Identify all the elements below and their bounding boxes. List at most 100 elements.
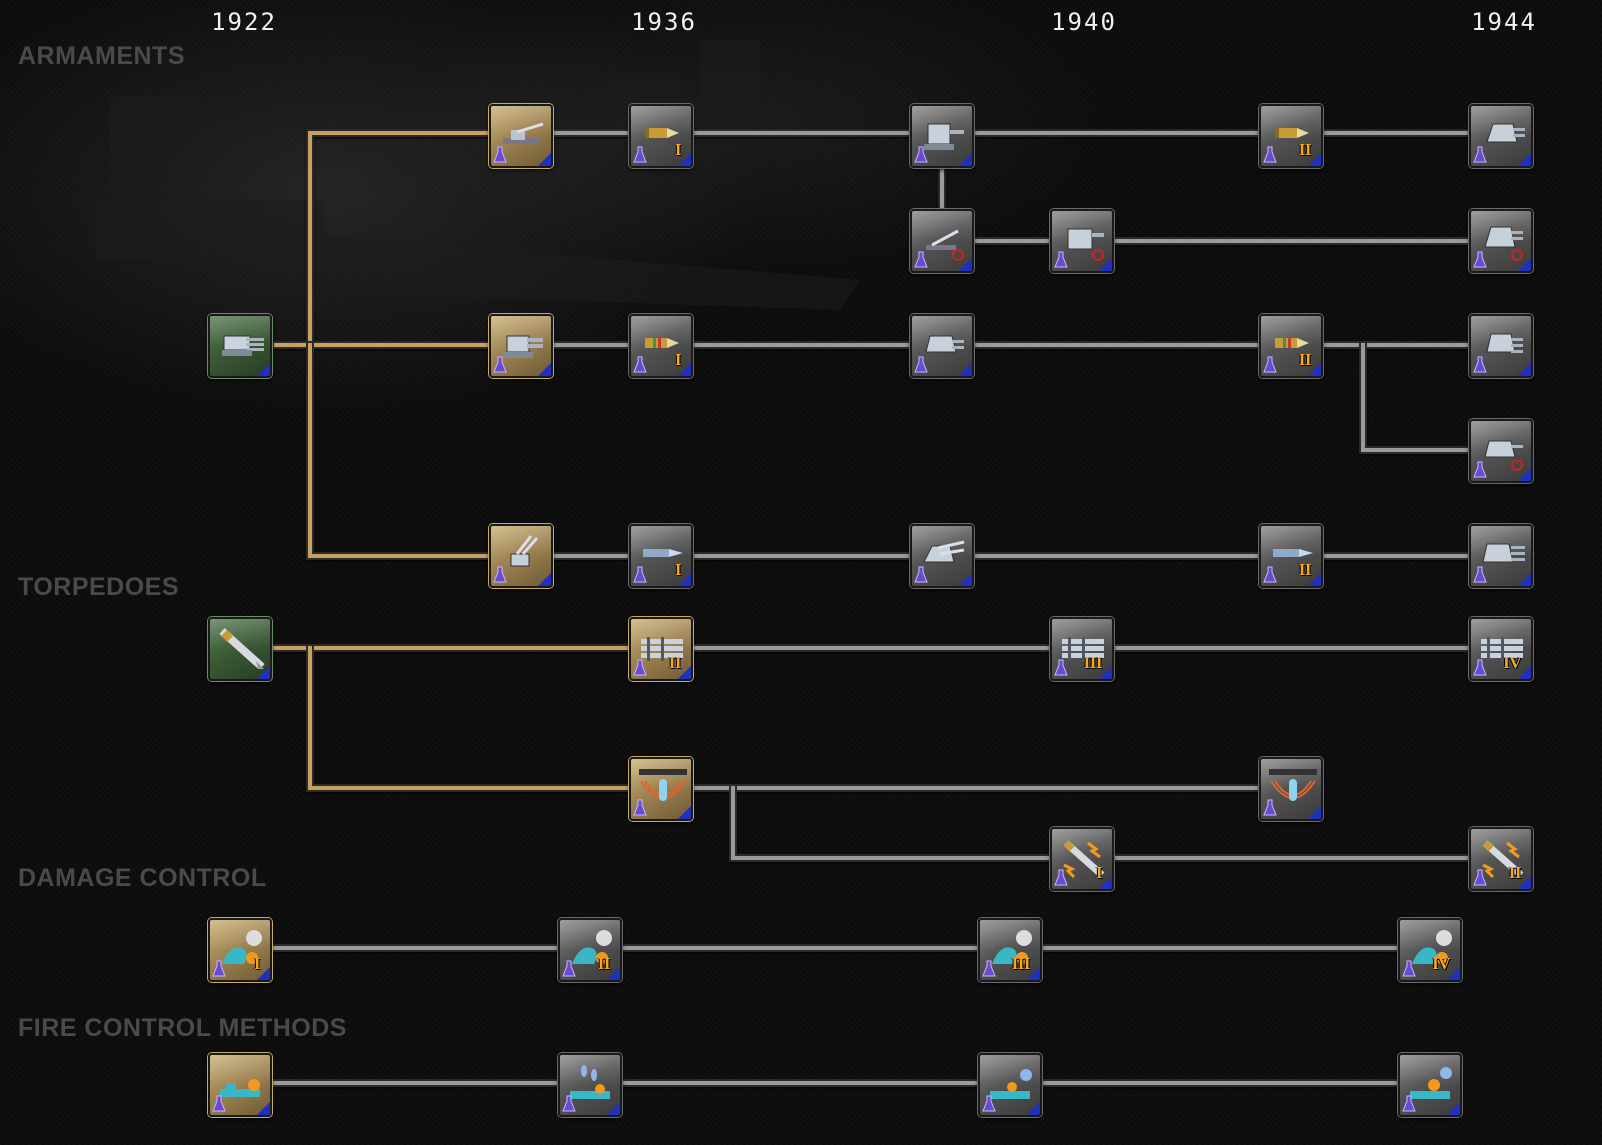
tech-corner-marker xyxy=(678,806,691,819)
tech-node-aa-gun-3[interactable] xyxy=(1469,209,1533,273)
tech-corner-marker xyxy=(1099,666,1112,679)
dual-purpose-turret-icon xyxy=(1484,440,1523,471)
gold-shell-icon xyxy=(645,128,679,138)
tech-node-damage-control-4[interactable]: IV xyxy=(1398,918,1462,982)
light-turret-icon xyxy=(924,123,964,150)
tech-node-medium-battery-2[interactable] xyxy=(910,314,974,378)
researched-link xyxy=(308,646,631,790)
tech-corner-marker xyxy=(678,573,691,586)
gold-shell-icon xyxy=(1275,128,1309,138)
tech-corner-marker xyxy=(538,573,551,586)
tech-node-aa-gun-2[interactable] xyxy=(1050,209,1114,273)
tech-node-medium-shell-1[interactable]: I xyxy=(629,314,693,378)
deck-gun-icon xyxy=(503,122,544,144)
tech-node-heavy-shell-2[interactable]: II xyxy=(1259,524,1323,588)
tech-node-light-battery-3[interactable] xyxy=(1469,104,1533,168)
magnetic-torpedo-icon xyxy=(1063,840,1105,879)
tech-node-depth-charge-2[interactable] xyxy=(1259,757,1323,821)
tech-node-damage-control-3[interactable]: III xyxy=(978,918,1042,982)
tech-node-fire-control-4[interactable] xyxy=(1398,1053,1462,1117)
tech-link-outline xyxy=(272,129,493,349)
tech-node-torpedo-launcher-3[interactable]: III xyxy=(1050,617,1114,681)
tech-node-heavy-battery-1[interactable] xyxy=(489,524,553,588)
tech-corner-marker xyxy=(1308,153,1321,166)
tech-node-fire-control-2[interactable] xyxy=(558,1053,622,1117)
tier-numeral: I xyxy=(1095,863,1103,882)
researched-link xyxy=(308,343,491,558)
tier-numeral: III xyxy=(1083,653,1103,672)
tier-numeral: I xyxy=(253,954,261,973)
tech-corner-marker xyxy=(959,573,972,586)
year-label-1922: 1922 xyxy=(211,8,277,36)
twin-light-turret-icon xyxy=(1486,123,1525,143)
heavy-shell-icon xyxy=(643,549,683,557)
striped-shell-icon xyxy=(1275,338,1309,348)
heavy-shell-icon xyxy=(1273,549,1313,557)
tech-corner-marker xyxy=(1518,153,1531,166)
tech-node-magnetic-torpedo-2[interactable]: II xyxy=(1469,827,1533,891)
damage-control-icon xyxy=(992,930,1032,964)
medium-triple-turret-icon xyxy=(1486,333,1523,353)
tech-node-fire-control-3[interactable] xyxy=(978,1053,1042,1117)
magnetic-torpedo-icon xyxy=(1482,840,1524,879)
aa-gun-icon xyxy=(926,229,964,261)
tech-corner-marker xyxy=(257,1102,270,1115)
tech-corner-marker xyxy=(678,363,691,376)
tech-corner-marker xyxy=(1518,876,1531,889)
tech-node-light-battery-1[interactable] xyxy=(489,104,553,168)
tech-corner-marker xyxy=(959,153,972,166)
tech-node-heavy-shell-1[interactable]: I xyxy=(629,524,693,588)
tech-corner-marker xyxy=(1099,876,1112,889)
tech-node-medium-battery-3[interactable] xyxy=(1469,314,1533,378)
tech-node-light-battery-2[interactable] xyxy=(910,104,974,168)
heavy-battleship-turret-icon xyxy=(1482,543,1525,563)
damage-control-icon xyxy=(222,930,262,964)
tech-node-light-shell-2[interactable]: II xyxy=(1259,104,1323,168)
tech-node-torpedo-launcher-2[interactable]: II xyxy=(629,617,693,681)
tech-node-heavy-battery-2[interactable] xyxy=(910,524,974,588)
tier-numeral: I xyxy=(674,560,682,579)
tech-node-medium-shell-2[interactable]: II xyxy=(1259,314,1323,378)
naval-gun-turret-icon xyxy=(222,335,264,356)
tech-node-fire-control-1[interactable] xyxy=(208,1053,272,1117)
tech-node-damage-control-2[interactable]: II xyxy=(558,918,622,982)
tech-node-heavy-battery-3[interactable] xyxy=(1469,524,1533,588)
tier-numeral: I xyxy=(674,350,682,369)
section-title-fire-control: FIRE CONTROL METHODS xyxy=(18,1014,347,1042)
tech-node-magnetic-torpedo-1[interactable]: I xyxy=(1050,827,1114,891)
aa-twin-turret-icon xyxy=(1484,226,1523,261)
tier-numeral: IV xyxy=(1432,954,1450,973)
heavy-twin-gun-icon xyxy=(510,535,539,567)
year-label-1944: 1944 xyxy=(1471,8,1537,36)
striped-shell-icon xyxy=(645,338,679,348)
torpedo-launcher-icon xyxy=(1481,637,1523,661)
section-title-torpedoes: TORPEDOES xyxy=(18,573,180,601)
tech-corner-marker xyxy=(1308,363,1321,376)
tech-node-damage-control-1[interactable]: I xyxy=(208,918,272,982)
tech-link-outline xyxy=(306,644,633,792)
damage-control-icon xyxy=(1412,930,1452,964)
fire-control-rangefinder-icon xyxy=(570,1065,610,1099)
tech-corner-marker xyxy=(1308,573,1321,586)
year-label-1936: 1936 xyxy=(631,8,697,36)
tech-node-light-shell-1[interactable]: I xyxy=(629,104,693,168)
tech-corner-marker xyxy=(1518,573,1531,586)
tech-node-torpedo-base[interactable] xyxy=(208,617,272,681)
tech-node-aa-gun-1[interactable] xyxy=(910,209,974,273)
tech-node-torpedo-launcher-4[interactable]: IV xyxy=(1469,617,1533,681)
tech-corner-marker xyxy=(1518,666,1531,679)
torpedo-launcher-icon xyxy=(1062,637,1104,661)
tech-node-base-gun[interactable] xyxy=(208,314,272,378)
tech-node-medium-battery-1[interactable] xyxy=(489,314,553,378)
section-title-damage-control: DAMAGE CONTROL xyxy=(18,864,267,892)
fire-control-splash-icon xyxy=(990,1069,1032,1099)
tech-corner-marker xyxy=(1518,258,1531,271)
tech-node-depth-charge-1[interactable] xyxy=(629,757,693,821)
tech-node-dual-purpose-battery[interactable] xyxy=(1469,419,1533,483)
tech-corner-marker xyxy=(1099,258,1112,271)
tech-corner-marker xyxy=(1447,1102,1460,1115)
tech-corner-marker xyxy=(607,967,620,980)
tech-corner-marker xyxy=(257,967,270,980)
available-link xyxy=(731,786,1052,860)
